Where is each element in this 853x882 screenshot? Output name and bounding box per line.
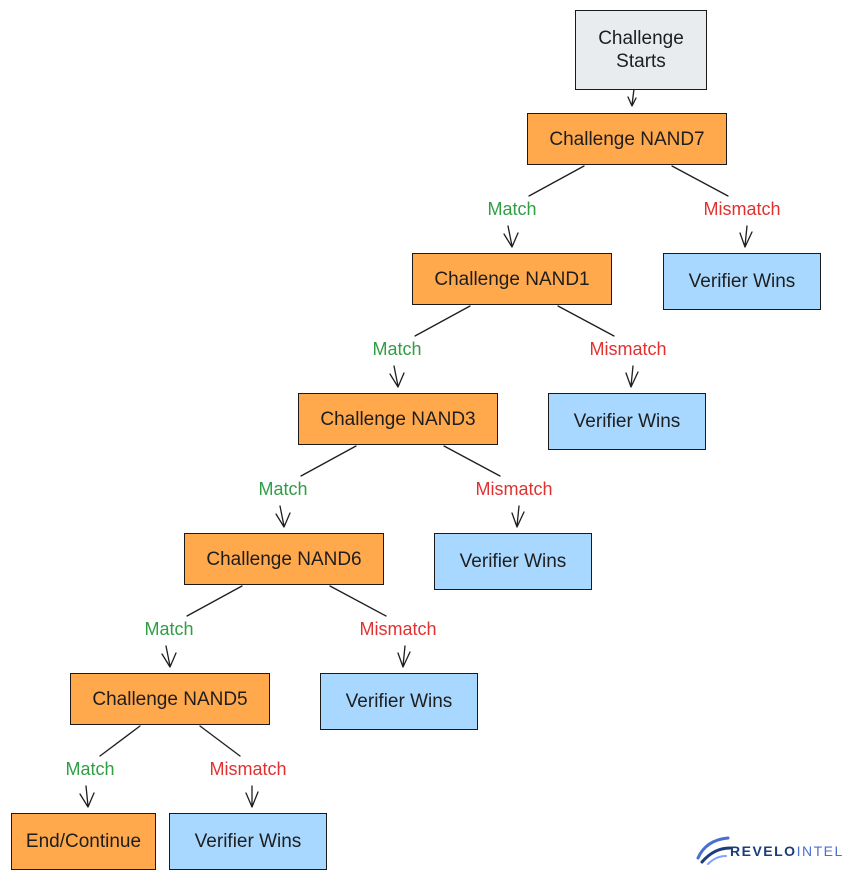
edge-nand1-match xyxy=(389,305,471,388)
challenge-nand1-node: Challenge NAND1 xyxy=(412,253,612,305)
edge-nand7-mismatch xyxy=(671,165,753,248)
challenge-nand6-node: Challenge NAND6 xyxy=(184,533,384,585)
match-label-3: Match xyxy=(258,479,308,499)
revelo-intel-logo: REVELO INTEL xyxy=(696,836,844,866)
challenge-starts-node: Challenge Starts xyxy=(575,10,707,90)
edge-nand6-mismatch xyxy=(329,585,411,668)
logo-text-revelo: REVELO xyxy=(730,843,797,859)
edge-nand3-match xyxy=(275,445,357,528)
challenge-nand7-node: Challenge NAND7 xyxy=(527,113,727,165)
revelo-logo-icon xyxy=(696,836,732,865)
edge-nand6-match xyxy=(161,585,243,668)
end-continue-node: End/Continue xyxy=(11,813,156,870)
match-label-4: Match xyxy=(144,619,194,639)
edge-nand1-mismatch xyxy=(557,305,639,388)
edge-nand3-mismatch xyxy=(443,445,525,528)
mismatch-label-1: Mismatch xyxy=(703,199,781,219)
edge-nand5-match xyxy=(79,725,141,808)
mismatch-label-5: Mismatch xyxy=(209,759,287,779)
edge-start-to-nand7 xyxy=(627,88,637,107)
match-label-5: Match xyxy=(65,759,115,779)
mismatch-label-2: Mismatch xyxy=(589,339,667,359)
verifier-wins-node-4: Verifier Wins xyxy=(320,673,478,730)
mismatch-label-4: Mismatch xyxy=(359,619,437,639)
logo-text-intel: INTEL xyxy=(796,843,844,859)
edge-nand7-match xyxy=(503,165,585,248)
verifier-wins-node-2: Verifier Wins xyxy=(548,393,706,450)
challenge-nand5-node: Challenge NAND5 xyxy=(70,673,270,725)
challenge-nand3-node: Challenge NAND3 xyxy=(298,393,498,445)
mismatch-label-3: Mismatch xyxy=(475,479,553,499)
match-label-1: Match xyxy=(487,199,537,219)
verifier-wins-node-5: Verifier Wins xyxy=(169,813,327,870)
edge-nand5-mismatch xyxy=(199,725,259,808)
match-label-2: Match xyxy=(372,339,422,359)
verifier-wins-node-1: Verifier Wins xyxy=(663,253,821,310)
verifier-wins-node-3: Verifier Wins xyxy=(434,533,592,590)
